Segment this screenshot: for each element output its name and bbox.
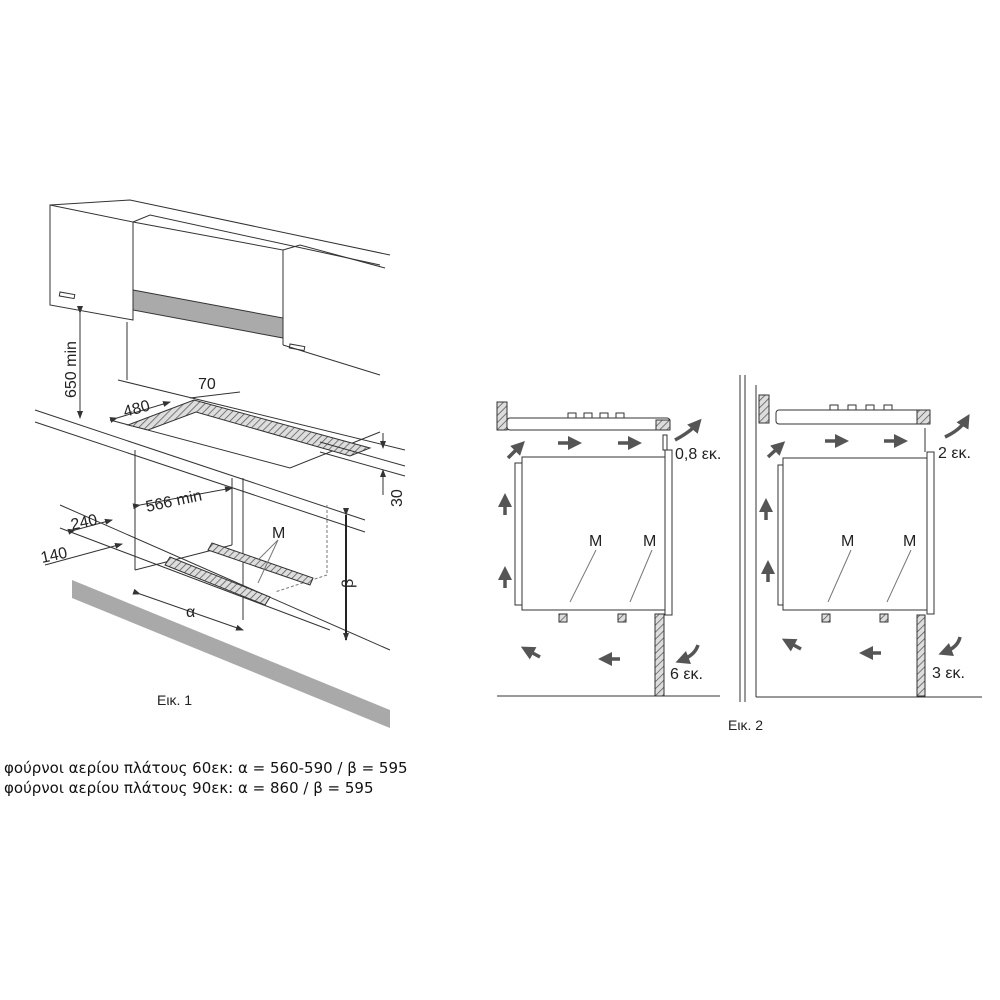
figure-1: 650 min 480 70 30 566 min 240 140 α β M … (34, 199, 406, 728)
figure-2-caption: Εικ. 2 (728, 717, 763, 733)
label-alpha: α (186, 604, 195, 621)
gap-top-left: 0,8 εκ. (675, 446, 721, 463)
note-60cm: φούρνοι αερίου πλάτους 60εκ: α = 560-590… (4, 759, 408, 777)
note-90cm: φούρνοι αερίου πλάτους 90εκ: α = 860 / β… (4, 779, 374, 797)
dim-140: 140 (39, 545, 69, 567)
dim-30: 30 (389, 489, 406, 507)
upper-cabinets (49, 199, 391, 380)
base-cabinet (59, 450, 391, 728)
dim-566-min: 566 min (144, 487, 203, 515)
dim-650-min: 650 min (63, 341, 80, 398)
figure-2-right: 2 εκ. 3 εκ. M M (739, 375, 982, 702)
figure-1-caption: Εικ. 1 (157, 692, 192, 708)
range-hood-panel (132, 289, 284, 339)
airflow-arrows (498, 418, 702, 666)
oven-size-notes: φούρνοι αερίου πλάτους 60εκ: α = 560-590… (4, 758, 408, 798)
cutout-hatch (126, 399, 372, 457)
dim-240: 240 (69, 512, 99, 534)
figure-2-left: 0,8 εκ. 6 εκ. M M (496, 401, 721, 697)
dimension-lines (44, 306, 386, 641)
airflow-arrows (759, 413, 970, 660)
gap-bottom-right: 3 εκ. (932, 665, 965, 682)
label-m-2: M (643, 533, 656, 550)
label-m: M (272, 525, 285, 542)
worktop (34, 379, 406, 533)
gap-top-right: 2 εκ. (938, 445, 971, 462)
rail-back (207, 542, 314, 586)
gap-bottom-left: 6 εκ. (670, 666, 703, 683)
label-beta: β (340, 579, 357, 588)
label-m-1: M (589, 533, 602, 550)
label-m-3: M (841, 533, 854, 550)
label-m-4: M (903, 533, 916, 550)
hob (775, 409, 927, 425)
hob (506, 417, 671, 431)
dim-70: 70 (198, 376, 216, 393)
dim-480: 480 (122, 398, 152, 421)
plinth (72, 580, 390, 728)
